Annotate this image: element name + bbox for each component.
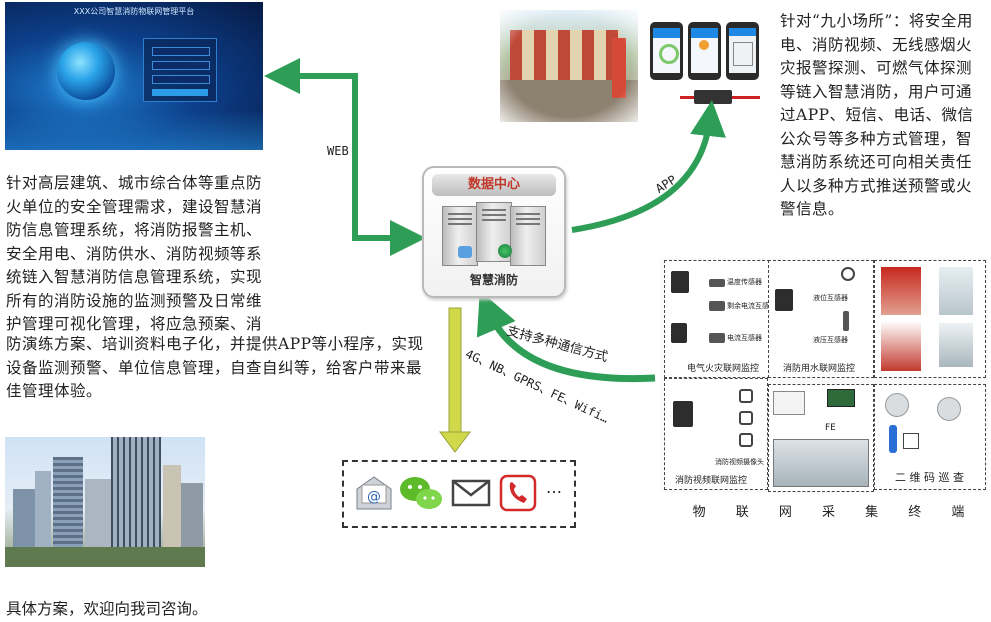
- iot-title: 物 联 网 采 集 终 端: [692, 505, 978, 520]
- camera-icon: [739, 389, 753, 403]
- trees: [5, 547, 205, 567]
- sensor-device: [709, 301, 725, 311]
- wechat-icon: [400, 477, 442, 509]
- detector-icon: [885, 393, 909, 417]
- left-description-continued: 防演练方案、培训资料电子化，并提供APP等小程序，实现设备监测预警、单位信息管理…: [6, 335, 424, 400]
- monitor-device: [671, 323, 687, 343]
- camera-icon: [739, 433, 753, 447]
- sensor-label: 电流互感器: [727, 334, 762, 342]
- web-platform-screenshot: XXX公司智慧消防物联网管理平台: [5, 2, 263, 150]
- extinguisher-icon: [889, 425, 897, 453]
- server-icon: [510, 206, 546, 266]
- login-button: [152, 89, 208, 96]
- cell-caption: 电气火灾联网监控: [687, 364, 760, 374]
- gauge-icon: [659, 44, 679, 64]
- fe-label: FE: [825, 423, 836, 433]
- cell-fe: FE: [768, 384, 874, 492]
- equipment-photo: [881, 267, 921, 315]
- cell-electrical-fire: 温度传感器 剩余电流互感器 电流互感器 电气火灾联网监控: [664, 260, 776, 378]
- web-label: WEB: [327, 144, 349, 158]
- login-field: [152, 47, 210, 56]
- iot-terminals: 温度传感器 剩余电流互感器 电流互感器 电气火灾联网监控 液位互感器 液压互感器…: [660, 258, 988, 493]
- street-photo: [500, 10, 638, 122]
- notification-channels: @ …: [342, 460, 576, 528]
- building: [181, 483, 203, 549]
- phone: [650, 22, 683, 80]
- phone: [726, 22, 759, 80]
- login-field: [152, 75, 210, 84]
- equipment-photo: [939, 323, 973, 367]
- sensor-label: 液压互感器: [813, 336, 848, 344]
- buildings-photo: [5, 437, 205, 567]
- email-icon: @: [356, 476, 392, 510]
- cell-water: 液位互感器 液压互感器 消防用水联网监控: [768, 260, 874, 378]
- building: [53, 457, 83, 549]
- data-center-title: 数据中心: [432, 174, 556, 196]
- globe-graphic: [57, 42, 115, 100]
- comm-arrow: [476, 290, 656, 383]
- svg-text:@: @: [367, 489, 381, 505]
- equipment-photo: [881, 321, 921, 371]
- login-field: [152, 61, 210, 70]
- sensor-label: 剩余电流互感器: [727, 302, 776, 310]
- control-panel: [773, 391, 805, 415]
- login-panel: [143, 38, 217, 102]
- app-arrow: [571, 100, 726, 233]
- level-sensor: [841, 267, 855, 281]
- cell-caption: 二 维 码 巡 查: [895, 471, 964, 484]
- footer-text: 具体方案，欢迎向我司咨询。: [6, 600, 208, 618]
- globe-icon: [498, 244, 512, 258]
- sensor-label: 温度传感器: [727, 278, 762, 286]
- platform-floor: [5, 110, 263, 150]
- cell-video: 消防视频摄像头 消防视频联网监控: [664, 378, 768, 490]
- right-description: 针对“九小场所”：将安全用电、消防视频、无线感烟火灾报警探测、可燃气体探测等链入…: [780, 12, 974, 218]
- monitor-device: [775, 289, 793, 311]
- fe-device: [827, 389, 855, 407]
- status-icon: [699, 40, 709, 50]
- qr-code-icon: [903, 433, 919, 449]
- cell-caption: 消防视频联网监控: [675, 476, 748, 486]
- notify-arrow-shaft: [448, 307, 462, 435]
- equipment-photo: [939, 267, 973, 315]
- control-console: [773, 439, 869, 487]
- building: [163, 465, 181, 549]
- notify-arrow-head: [439, 431, 471, 453]
- web-platform-title: XXX公司智慧消防物联网管理平台: [73, 7, 195, 16]
- cell-equipment-photos: [874, 260, 986, 378]
- cell-qr: 二 维 码 巡 查: [874, 384, 986, 490]
- sensor-device: [709, 279, 725, 287]
- detector-icon: [937, 397, 961, 421]
- building: [13, 489, 35, 549]
- cell-caption: 消防用水联网监控: [783, 364, 856, 374]
- building: [85, 479, 111, 549]
- left-description: 针对高层建筑、城市综合体等重点防火单位的安全管理需求，建设智慧消防信息管理系统，…: [6, 174, 263, 333]
- sms-icon: [451, 479, 491, 507]
- data-center-footer: 智慧消防: [469, 273, 518, 287]
- database-icon: [458, 246, 472, 258]
- building: [35, 471, 51, 549]
- shop-fronts: [510, 30, 620, 80]
- data-center: 数据中心 智慧消防: [422, 166, 566, 298]
- floor-plan-icon: [733, 42, 753, 66]
- camera-icon: [739, 411, 753, 425]
- pressure-sensor: [843, 311, 849, 331]
- sensor-label: 液位互感器: [813, 294, 848, 302]
- sensor-label: 消防视频摄像头: [715, 458, 764, 466]
- sensor-device: [709, 333, 725, 343]
- more-channels: …: [546, 478, 562, 497]
- phone-call-icon: [499, 474, 537, 512]
- phone: [688, 22, 721, 80]
- building: [111, 437, 161, 549]
- monitor-device: [671, 271, 689, 293]
- monitor-device: [673, 401, 693, 427]
- sign-pole: [612, 38, 626, 98]
